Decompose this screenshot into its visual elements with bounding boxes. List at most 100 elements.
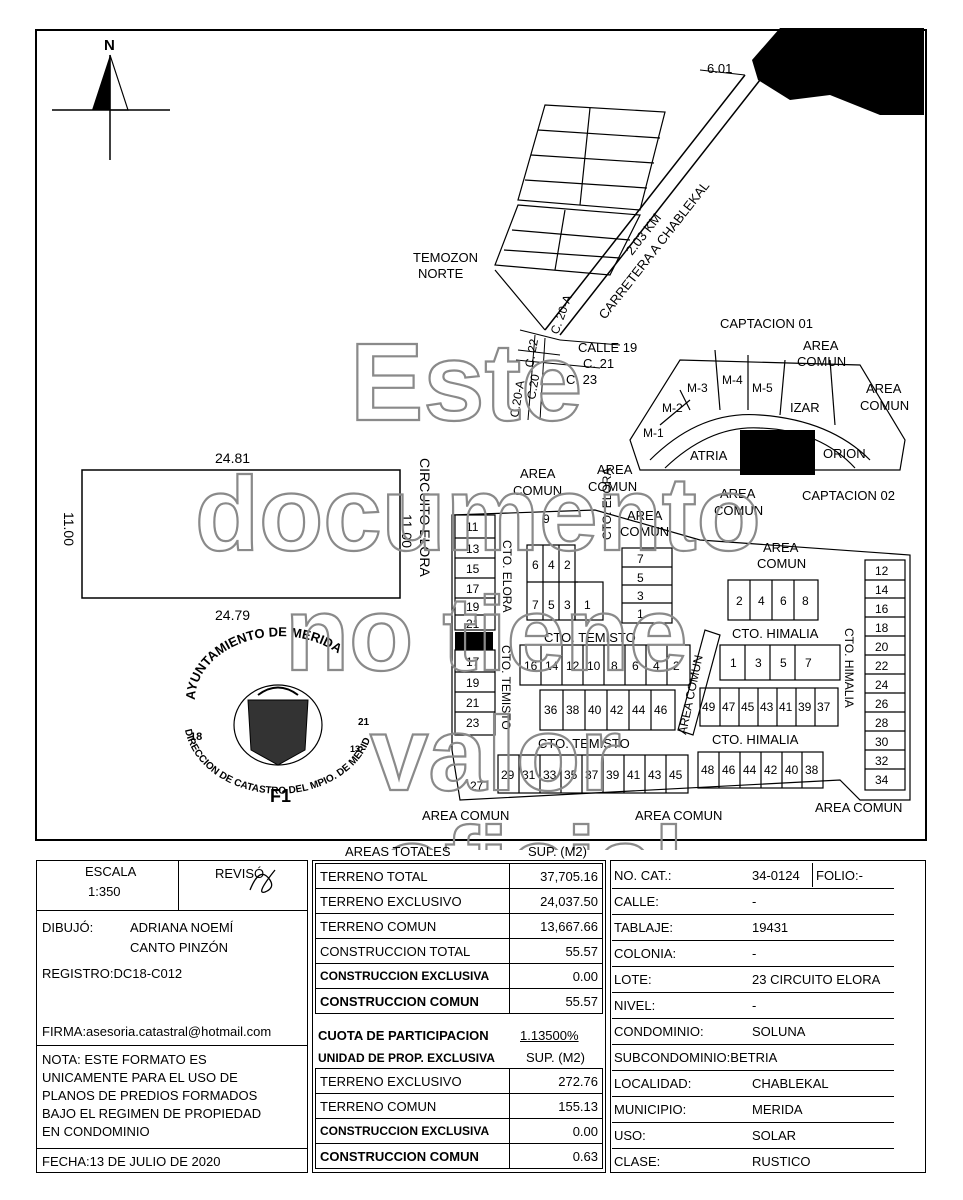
area-comun-b-label-1: AREA [866, 381, 902, 396]
svg-text:15: 15 [466, 562, 480, 576]
svg-text:AREA COMUN: AREA COMUN [635, 808, 722, 823]
temozon-label: TEMOZON [413, 250, 478, 265]
svg-text:40: 40 [785, 763, 799, 777]
svg-text:13: 13 [466, 542, 480, 556]
area-comun-a-label-1: AREA [803, 338, 839, 353]
svg-text:34: 34 [875, 773, 889, 787]
svg-text:7: 7 [532, 598, 539, 612]
area-comun-c-label-2: COMUN [588, 479, 637, 494]
watermark: Este documento no tiene valor oficial [194, 320, 762, 850]
info-label: USO: [614, 1128, 646, 1143]
svg-text:1: 1 [637, 607, 644, 621]
black-parcel-northeast [752, 28, 924, 115]
svg-text:AREA: AREA [520, 466, 556, 481]
svg-text:1: 1 [730, 656, 737, 670]
svg-text:46: 46 [722, 763, 736, 777]
info-value: 19431 [752, 920, 789, 935]
svg-text:16: 16 [875, 602, 889, 616]
svg-text:43: 43 [760, 700, 774, 714]
svg-text:35: 35 [564, 768, 578, 782]
svg-text:41: 41 [779, 700, 793, 714]
svg-text:28: 28 [875, 716, 889, 730]
svg-text:38: 38 [566, 703, 580, 717]
temozon-blocks [494, 104, 666, 331]
plan-frame [35, 29, 927, 841]
svg-text:AREA COMUN: AREA COMUN [815, 800, 902, 815]
svg-text:5: 5 [780, 656, 787, 670]
svg-text:48: 48 [701, 763, 715, 777]
m5-label: M-5 [752, 381, 773, 395]
svg-text:documento: documento [195, 456, 761, 573]
svg-text:21: 21 [466, 696, 480, 710]
info-value: 23 CIRCUITO ELORA [752, 972, 881, 987]
svg-text:17: 17 [466, 655, 480, 669]
svg-text:AREA: AREA [627, 508, 663, 523]
svg-text:CTO. ELORA: CTO. ELORA [600, 468, 614, 540]
info-label: SUBCONDOMINIO:BETRIA [614, 1050, 778, 1065]
svg-text:2: 2 [736, 594, 743, 608]
svg-text:10: 10 [587, 659, 601, 673]
svg-text:4: 4 [548, 558, 555, 572]
info-label: CALLE: [614, 894, 659, 909]
orion-label: ORION [823, 446, 866, 461]
svg-text:4: 4 [758, 594, 765, 608]
c20-label: C.20 [524, 373, 542, 401]
cuota-label: CUOTA DE PARTICIPACION [318, 1028, 489, 1043]
svg-text:6: 6 [632, 659, 639, 673]
c21-label: C. 21 [583, 356, 614, 371]
svg-text:38: 38 [805, 763, 819, 777]
c23-label: C. 23 [566, 372, 597, 387]
svg-text:CTO. TEMISTO: CTO. TEMISTO [499, 645, 513, 730]
area-comun-a-label-2: COMUN [797, 354, 846, 369]
svg-text:6: 6 [532, 558, 539, 572]
cadastral-info-panel [610, 860, 926, 1173]
svg-text:8: 8 [802, 594, 809, 608]
info-label: COLONIA: [614, 946, 677, 961]
svg-text:42: 42 [764, 763, 778, 777]
svg-text:4: 4 [653, 659, 660, 673]
svg-text:41: 41 [627, 768, 641, 782]
info-label: CONDOMINIO: [614, 1024, 704, 1039]
area-comun-b-label-2: COMUN [860, 398, 909, 413]
reviso-signature-icon [249, 869, 276, 893]
black-parcel-orion [740, 430, 815, 475]
svg-text:40: 40 [588, 703, 602, 717]
atria-label: ATRIA [690, 448, 728, 463]
info-label: MUNICIPIO: [614, 1102, 687, 1117]
svg-text:22: 22 [875, 659, 889, 673]
svg-text:39: 39 [606, 768, 620, 782]
svg-text:47: 47 [722, 700, 736, 714]
svg-text:6: 6 [780, 594, 787, 608]
area-comun-d-label-1: AREA [720, 486, 756, 501]
izar-label: IZAR [790, 400, 820, 415]
svg-text:AREA COMUN: AREA COMUN [422, 808, 509, 823]
svg-text:27: 27 [470, 779, 484, 793]
info-value: MERIDA [752, 1102, 803, 1117]
svg-text:19: 19 [466, 676, 480, 690]
info-label: NIVEL: [614, 998, 656, 1013]
svg-text:5: 5 [548, 598, 555, 612]
svg-text:44: 44 [632, 703, 646, 717]
lot-detail-rectangle [81, 469, 401, 599]
svg-text:3: 3 [637, 589, 644, 603]
svg-text:2: 2 [564, 558, 571, 572]
c20a-b-label: C.20-A [507, 379, 527, 418]
nota-line-4: BAJO EL REGIMEN DE PROPIEDAD [42, 1106, 262, 1121]
escala-label: ESCALA [85, 864, 137, 879]
svg-text:1: 1 [584, 598, 591, 612]
calle19-label: CALLE 19 [578, 340, 637, 355]
lot-dim-bottom: 24.79 [215, 607, 250, 623]
info-value: - [752, 998, 757, 1013]
svg-text:AREA: AREA [763, 540, 799, 555]
m2-label: M-2 [662, 401, 683, 415]
svg-text:5: 5 [637, 571, 644, 585]
lot-street-label: CIRCUITO ELORA [417, 458, 433, 577]
svg-text:45: 45 [669, 768, 683, 782]
svg-text:no tiene: no tiene [285, 576, 688, 693]
dibujo-name-2: CANTO PINZÓN [130, 940, 228, 955]
info-value: RUSTICO [752, 1154, 811, 1169]
svg-text:13: 13 [350, 744, 360, 754]
svg-text:45: 45 [741, 700, 755, 714]
